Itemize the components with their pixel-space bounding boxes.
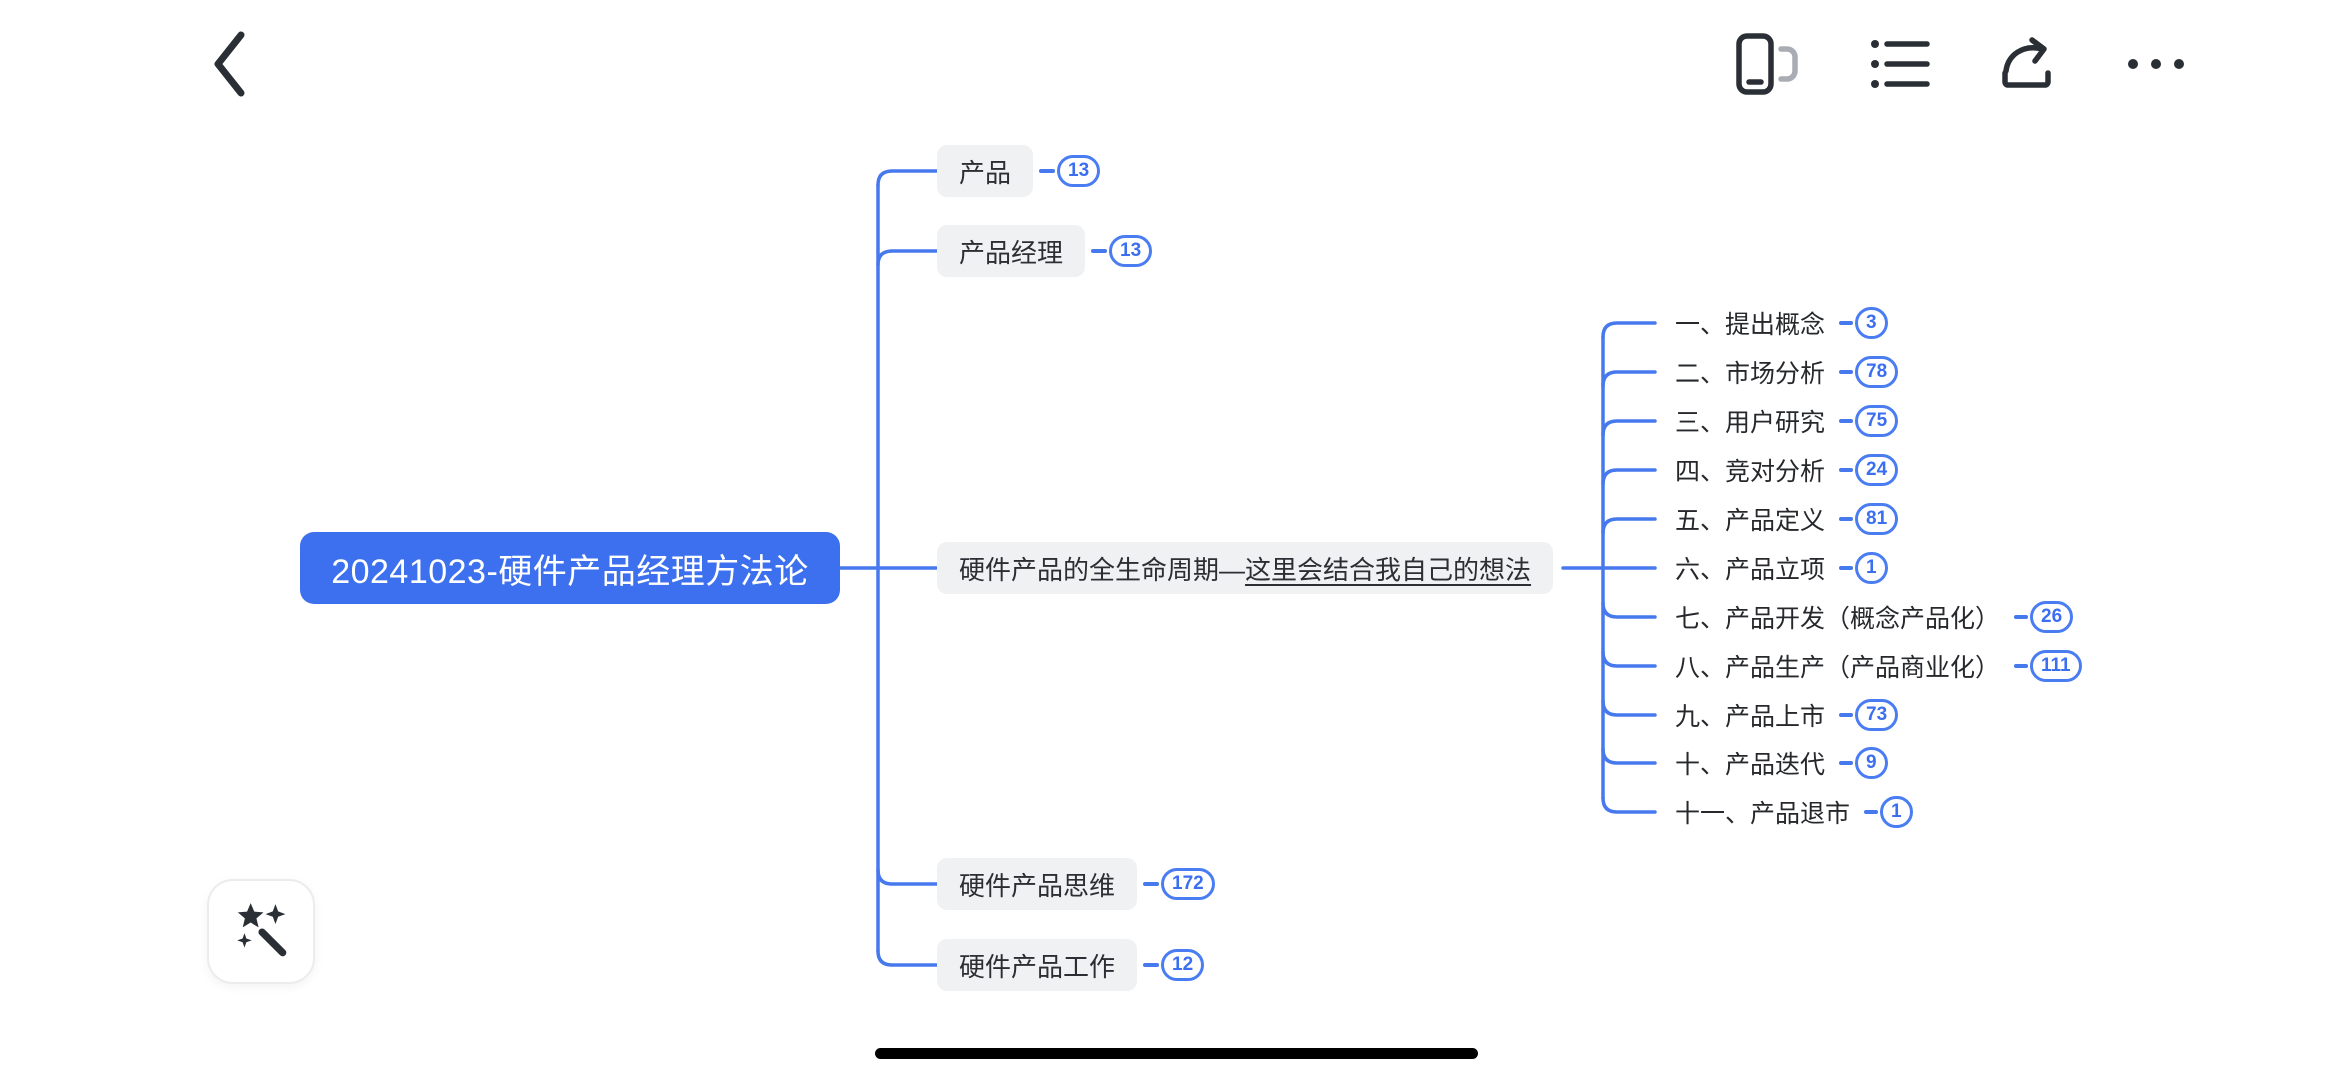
count-badge[interactable]: 9 bbox=[1855, 747, 1888, 779]
child-node-label[interactable]: 七、产品开发（概念产品化） bbox=[1675, 605, 2001, 633]
count-badge[interactable]: 24 bbox=[1855, 454, 1899, 486]
share-button[interactable] bbox=[1995, 30, 2061, 100]
badge-connector bbox=[1143, 882, 1160, 886]
root-node[interactable]: 20241023-硬件产品经理方法论 bbox=[300, 532, 840, 604]
back-button[interactable] bbox=[196, 30, 262, 100]
home-indicator[interactable] bbox=[875, 1048, 1478, 1059]
badge-connector bbox=[1091, 249, 1108, 253]
child-row: 三、用户研究 75 bbox=[1675, 403, 1899, 439]
ai-assistant-button[interactable] bbox=[207, 879, 315, 984]
child-node-label[interactable]: 二、市场分析 bbox=[1675, 360, 1826, 388]
child-node-label[interactable]: 一、提出概念 bbox=[1675, 311, 1826, 339]
magic-wand-icon bbox=[230, 899, 292, 964]
badge-connector bbox=[1039, 169, 1056, 173]
branch-row: 产品 13 bbox=[937, 145, 1101, 197]
branch-row: 硬件产品的全生命周期—这里会结合我自己的想法 bbox=[937, 542, 1554, 594]
child-node-label[interactable]: 九、产品上市 bbox=[1675, 703, 1826, 731]
child-row: 一、提出概念 3 bbox=[1675, 305, 1888, 341]
child-node-label[interactable]: 八、产品生产（产品商业化） bbox=[1675, 654, 2001, 682]
badge-connector bbox=[1839, 566, 1854, 570]
count-badge[interactable]: 13 bbox=[1109, 235, 1153, 267]
badge-connector bbox=[1839, 419, 1854, 423]
child-node-label[interactable]: 三、用户研究 bbox=[1675, 409, 1826, 437]
branch-node-product[interactable]: 产品 bbox=[937, 145, 1034, 197]
child-node-label[interactable]: 四、竞对分析 bbox=[1675, 458, 1826, 486]
device-preview-button[interactable] bbox=[1736, 30, 1805, 100]
outline-button[interactable] bbox=[1867, 30, 1933, 100]
badge-connector bbox=[1839, 468, 1854, 472]
badge-connector bbox=[1839, 761, 1854, 765]
count-badge[interactable]: 3 bbox=[1855, 307, 1888, 339]
count-badge[interactable]: 172 bbox=[1161, 868, 1215, 900]
branch-label-prefix: 硬件产品的全生命周期— bbox=[959, 554, 1246, 585]
count-badge[interactable]: 81 bbox=[1855, 503, 1899, 535]
child-node-label[interactable]: 五、产品定义 bbox=[1675, 507, 1826, 535]
branch-node-lifecycle[interactable]: 硬件产品的全生命周期—这里会结合我自己的想法 bbox=[937, 542, 1554, 594]
share-forward-icon bbox=[1997, 35, 2059, 96]
child-row: 十一、产品退市 1 bbox=[1675, 794, 1913, 830]
badge-connector bbox=[1839, 321, 1854, 325]
child-row: 九、产品上市 73 bbox=[1675, 697, 1899, 733]
count-badge[interactable]: 111 bbox=[2030, 650, 2082, 682]
outline-list-icon bbox=[1869, 37, 1931, 94]
count-badge[interactable]: 75 bbox=[1855, 405, 1899, 437]
header-toolbar bbox=[1736, 30, 2189, 100]
child-row: 十、产品迭代 9 bbox=[1675, 745, 1888, 781]
count-badge[interactable]: 26 bbox=[2030, 601, 2074, 633]
count-badge[interactable]: 1 bbox=[1855, 552, 1888, 584]
branch-row: 硬件产品工作 12 bbox=[937, 939, 1205, 991]
count-badge[interactable]: 78 bbox=[1855, 356, 1899, 388]
child-row: 四、竞对分析 24 bbox=[1675, 452, 1899, 488]
child-node-label[interactable]: 六、产品立项 bbox=[1675, 556, 1826, 584]
child-row: 七、产品开发（概念产品化） 26 bbox=[1675, 599, 2074, 635]
count-badge[interactable]: 13 bbox=[1057, 155, 1101, 187]
branch-row: 硬件产品思维 172 bbox=[937, 858, 1215, 910]
branch-node-hardware-thinking[interactable]: 硬件产品思维 bbox=[937, 858, 1138, 910]
more-button[interactable] bbox=[2123, 30, 2189, 100]
chevron-left-icon bbox=[209, 29, 249, 102]
count-badge[interactable]: 12 bbox=[1161, 949, 1205, 981]
count-badge[interactable]: 73 bbox=[1855, 699, 1899, 731]
child-node-label[interactable]: 十一、产品退市 bbox=[1675, 800, 1851, 828]
count-badge[interactable]: 1 bbox=[1880, 796, 1913, 828]
badge-connector bbox=[2014, 615, 2029, 619]
badge-connector bbox=[1143, 963, 1160, 967]
branch-row: 产品经理 13 bbox=[937, 225, 1153, 277]
device-preview-icon bbox=[1734, 32, 1810, 99]
branch-node-product-manager[interactable]: 产品经理 bbox=[937, 225, 1086, 277]
badge-connector bbox=[2014, 664, 2029, 668]
branch-label-underlined: 这里会结合我自己的想法 bbox=[1245, 554, 1532, 585]
child-row: 六、产品立项 1 bbox=[1675, 550, 1888, 586]
branch-node-hardware-work[interactable]: 硬件产品工作 bbox=[937, 939, 1138, 991]
more-ellipsis-icon bbox=[2125, 54, 2187, 77]
badge-connector bbox=[1839, 370, 1854, 374]
child-row: 八、产品生产（产品商业化） 111 bbox=[1675, 648, 2082, 684]
badge-connector bbox=[1839, 713, 1854, 717]
child-row: 二、市场分析 78 bbox=[1675, 354, 1899, 390]
child-node-label[interactable]: 十、产品迭代 bbox=[1675, 751, 1826, 779]
badge-connector bbox=[1839, 517, 1854, 521]
badge-connector bbox=[1864, 810, 1879, 814]
child-row: 五、产品定义 81 bbox=[1675, 501, 1899, 537]
